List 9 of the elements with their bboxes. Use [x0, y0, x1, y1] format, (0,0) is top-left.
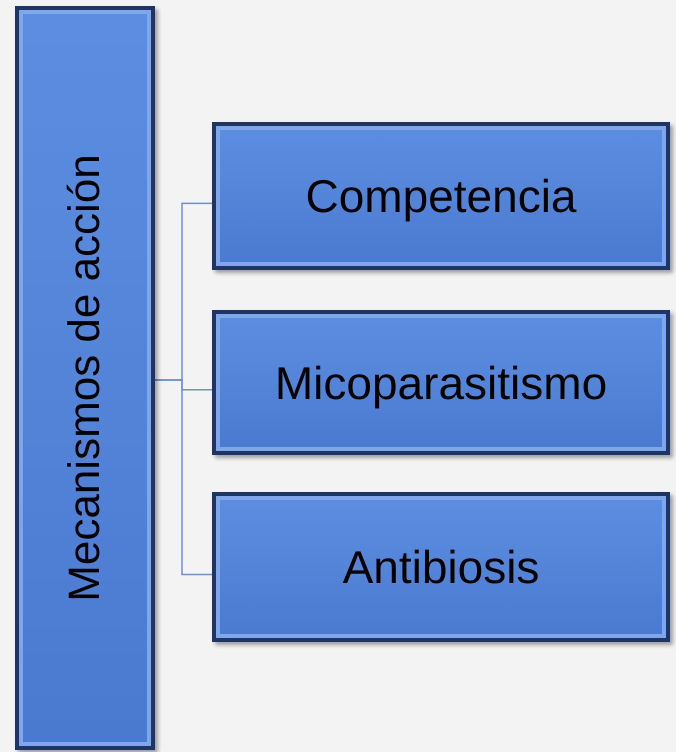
process-box	[212, 122, 670, 270]
box-label: Micoparasitismo	[274, 356, 608, 410]
process-box	[212, 310, 670, 455]
vertical-heading: Mecanismos de acción	[60, 154, 110, 602]
box-label: Antibiosis	[342, 540, 540, 594]
vertical-title-box	[15, 6, 155, 750]
process-box	[212, 492, 670, 642]
box-label: Competencia	[305, 169, 577, 223]
connector-line	[155, 379, 212, 576]
